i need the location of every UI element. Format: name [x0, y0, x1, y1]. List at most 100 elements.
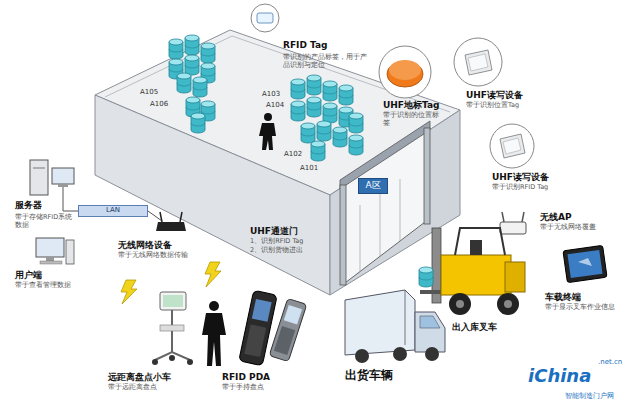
device-note: 带于远距离盘点: [108, 384, 157, 392]
shelf-code: A101: [300, 164, 318, 172]
vehicle-terminal: [578, 258, 592, 266]
device-name: 无线网络设备: [118, 240, 172, 251]
device-note: 带于存储RFID系统数据: [15, 214, 73, 230]
lightning-bolt: [121, 280, 137, 304]
server-computer: [30, 160, 162, 221]
delivery-truck: [393, 347, 407, 361]
pda-operator: [202, 301, 226, 366]
delivery-truck: [420, 316, 440, 328]
rfid-pda: [244, 324, 266, 357]
device-note: 带于识别RFID Tag: [492, 184, 548, 192]
barrel-stack: [349, 135, 363, 155]
inventory-cart: [160, 325, 184, 331]
barrel-stack: [291, 101, 305, 121]
warehouse: [95, 30, 460, 295]
forklift: [470, 240, 482, 255]
inventory-cart: [155, 352, 190, 360]
pda-operator: [209, 301, 219, 311]
barrel-stack: [339, 85, 353, 105]
device-name: 出入库叉车: [452, 322, 497, 333]
rfid-gate: [424, 128, 430, 224]
worker-figure: [259, 113, 276, 150]
callout-bubble: [257, 13, 273, 23]
device-note: 带于查看管理数据: [15, 282, 71, 290]
watermark: iChina: [528, 365, 591, 387]
device-name: 车载终端: [545, 292, 581, 303]
device-name: UHF通道门: [250, 226, 298, 237]
vehicle-name: 出货车辆: [345, 368, 393, 382]
delivery-truck: [355, 349, 369, 363]
barrel-stack: [291, 79, 305, 99]
server-computer: [52, 168, 74, 184]
inventory-cart: [163, 295, 183, 307]
callout-bubble: [251, 4, 534, 168]
watermark: .net.cn: [598, 358, 622, 366]
device-note: 带于无线网络数据传输: [118, 252, 188, 260]
forklift: [420, 290, 442, 294]
barrel-stack: [317, 121, 331, 141]
delivery-truck: [415, 312, 445, 352]
network-bar: LAN: [78, 205, 148, 217]
rfid-gate: [400, 179, 401, 241]
rfid-gate: [380, 192, 381, 256]
forklift: [449, 293, 471, 315]
rfid-pda: [239, 290, 307, 365]
device-name: UHF读写设备: [466, 90, 523, 101]
wireless-ap: [500, 212, 526, 234]
user-computer: [40, 261, 62, 264]
device-note: 2、识别货物进出: [250, 247, 303, 255]
shelf-code: A102: [284, 150, 302, 158]
barrel-stack: [307, 97, 321, 117]
forklift: [441, 255, 511, 295]
barrel-stack: [333, 127, 347, 147]
vehicle-terminal: [563, 245, 607, 282]
device-note: 带于识别位置Tag: [466, 102, 519, 110]
rfid-pda: [269, 298, 307, 361]
device-name: 服务器: [15, 200, 42, 211]
barrel-stack: [193, 77, 207, 97]
device-note: 带识别的产品标签，用于产品识别与定位: [283, 54, 368, 70]
wireless-ap: [522, 212, 524, 222]
barrel-stack: [307, 75, 321, 95]
shelf-code: A105: [140, 88, 158, 96]
callout-bubble: [465, 50, 492, 75]
inventory-cart: [152, 292, 193, 365]
forklift: [419, 228, 525, 315]
callout-bubble: [490, 124, 534, 168]
callout-bubble: [251, 4, 279, 32]
barrel-stack: [301, 123, 315, 143]
shelf-code: A106: [150, 100, 168, 108]
device-note: 带于手持盘点: [222, 384, 264, 392]
barrel-stack: [201, 43, 215, 63]
device-note: 带于显示叉车作业信息: [545, 304, 615, 312]
callout-bubble: [379, 46, 431, 98]
inventory-cart: [152, 359, 158, 365]
rfid-gate: [360, 205, 361, 272]
rfid-pda: [269, 298, 307, 361]
worker-figure: [264, 113, 272, 121]
node-text: LAN: [106, 207, 120, 215]
device-name: RFID Tag: [283, 40, 328, 51]
shelf-code: A103: [262, 90, 280, 98]
server-computer: [58, 184, 68, 187]
barrel-stack: [169, 39, 183, 59]
warehouse: [105, 36, 450, 112]
node-text: A区: [365, 181, 380, 191]
rfid-gate: [340, 185, 346, 285]
callout-bubble: [387, 61, 423, 87]
user-computer: [46, 257, 54, 261]
delivery-truck: [345, 290, 445, 363]
wireless-ap: [502, 212, 504, 222]
delivery-truck: [405, 290, 406, 345]
device-name: UHF读写设备: [492, 172, 549, 183]
barrel-stack: [323, 103, 337, 123]
gate-sign: A区: [358, 178, 388, 194]
forklift: [456, 300, 464, 308]
server-computer: [63, 187, 78, 211]
barrel-stack: [311, 141, 325, 161]
wireless-router: [156, 222, 186, 231]
device-name: 无线AP: [540, 212, 572, 223]
device-note: 带于识别的位置标签: [383, 112, 445, 128]
wireless-router: [160, 212, 162, 222]
forklift: [419, 267, 433, 287]
